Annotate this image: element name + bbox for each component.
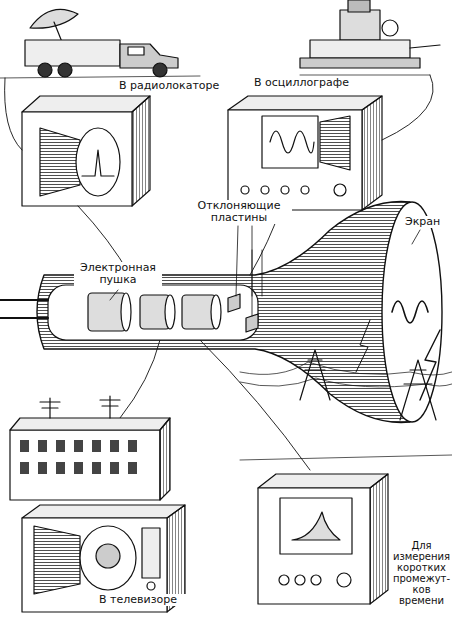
radar-monitor (22, 96, 150, 206)
part-name: Отклоняющие пластины (186, 200, 292, 224)
part-name: Электронная пушка (74, 262, 162, 286)
device-caption: В телевизоре (98, 594, 190, 606)
device-caption: В радиолокаторе (118, 80, 230, 92)
part-name: Экран (404, 216, 452, 228)
machine (300, 0, 440, 75)
device-caption: Для измерения коротких промежут- ков вре… (389, 540, 452, 606)
device-caption: В осциллографе (253, 77, 365, 89)
radar-truck (0, 9, 200, 78)
building (10, 396, 170, 500)
crt-tube (0, 202, 442, 423)
measuring-device (258, 474, 388, 604)
power-line (240, 320, 452, 460)
wire (5, 75, 434, 470)
oscilloscope (228, 96, 382, 210)
